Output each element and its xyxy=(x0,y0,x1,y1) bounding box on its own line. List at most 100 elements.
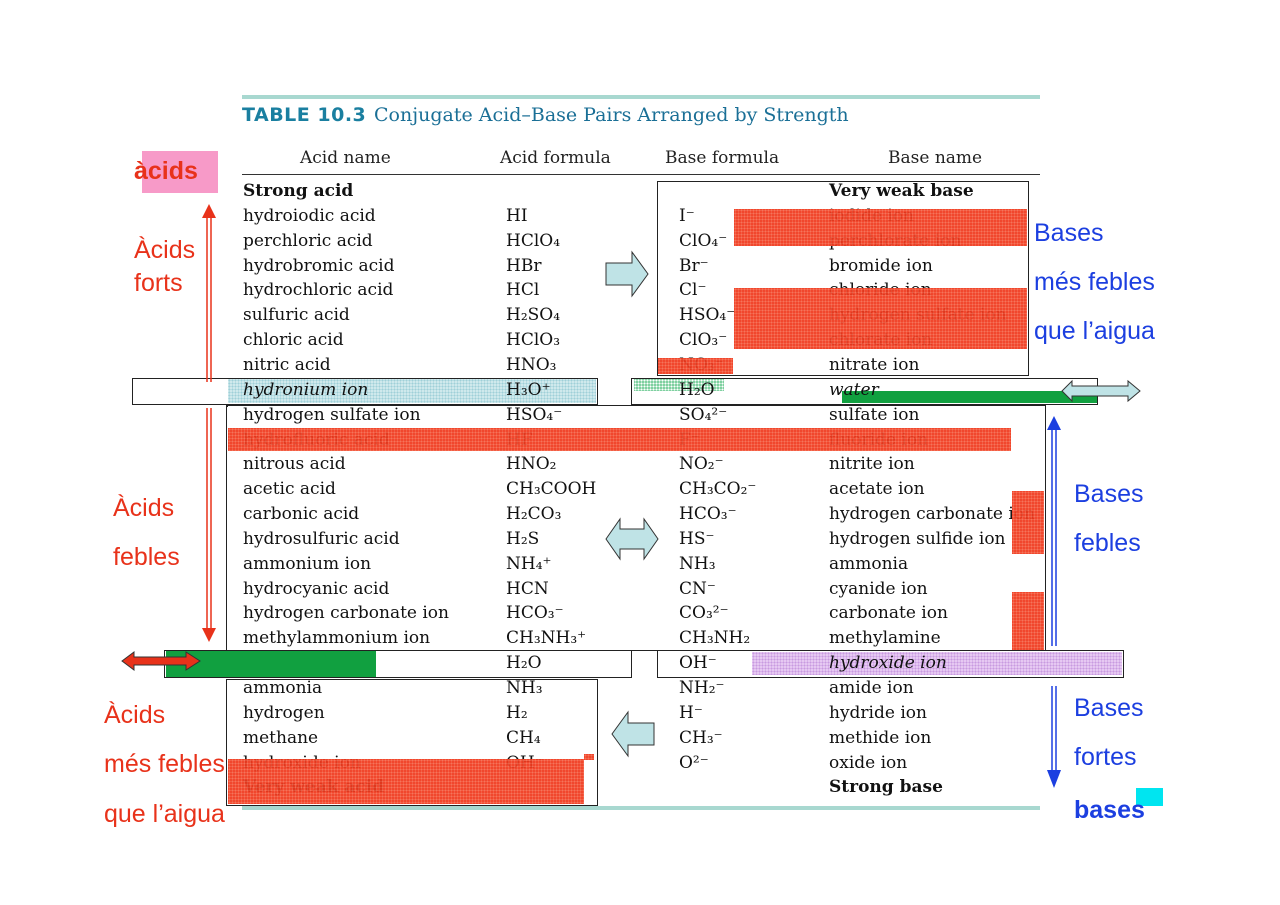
box-hydroxide-right xyxy=(657,650,1124,678)
bases-bottom-highlight xyxy=(1136,788,1163,806)
label-bases-weak-2: febles xyxy=(1074,529,1141,557)
cell-acid-name: sulfuric acid xyxy=(243,305,350,326)
cell-base-formula: NH₃ xyxy=(679,553,716,574)
cell-acid-name: nitric acid xyxy=(243,354,331,375)
label-acids-weaker-1: Àcids xyxy=(104,701,166,729)
teal-double-arrow-icon xyxy=(605,517,659,561)
cell-base-name: cyanide ion xyxy=(829,578,928,599)
cell-acid-formula: H₂S xyxy=(506,528,540,549)
cell-acid-name: hydronium ion xyxy=(243,379,369,400)
cell-base-formula: HS⁻ xyxy=(679,528,715,549)
cell-base-name: water xyxy=(829,379,879,400)
cell-base-name: hydride ion xyxy=(829,702,927,723)
box-very-weak-bases xyxy=(657,181,1029,376)
cell-acid-formula: NH₄⁺ xyxy=(506,553,552,574)
cell-acid-formula: H₂SO₄ xyxy=(506,305,561,326)
cell-base-formula: CH₃NH₂ xyxy=(679,628,751,649)
hydroxide-left-bar xyxy=(166,651,376,677)
highlight-very-weak-acid xyxy=(228,759,584,804)
label-bases-weaker-1: Bases xyxy=(1034,219,1104,247)
cell-base-formula: H₂O xyxy=(679,379,715,400)
cell-acid-formula: HBr xyxy=(506,255,542,276)
cell-base-formula: CH₃⁻ xyxy=(679,727,723,748)
cell-acid-name: ammonia xyxy=(243,678,323,698)
highlight-carbonate-1 xyxy=(1012,491,1044,554)
highlight-hydrofluoric xyxy=(228,428,1011,451)
cell-base-formula: I⁻ xyxy=(679,205,695,226)
cell-base-name: bromide ion xyxy=(829,255,933,276)
cell-base-name: Strong base xyxy=(829,777,943,798)
cell-acid-formula: CH₃NH₃⁺ xyxy=(506,628,587,649)
header-acid-formula: Acid formula xyxy=(500,148,611,168)
label-bases-weak-1: Bases xyxy=(1074,480,1144,508)
cell-base-formula: HSO₄⁻ xyxy=(679,305,736,326)
hydroxide-highlight xyxy=(752,652,1122,675)
cell-base-name: methylamine xyxy=(829,628,941,649)
cell-base-name: carbonate ion xyxy=(829,603,948,624)
hydroxide-double-arrow-icon xyxy=(121,651,201,671)
box-weak-pairs xyxy=(226,405,1046,651)
label-bases-strong-1: Bases xyxy=(1074,694,1144,722)
cell-acid-formula: HI xyxy=(506,205,528,226)
cell-acid-formula: HCl xyxy=(506,280,540,301)
cell-acid-name: hydrocyanic acid xyxy=(243,578,390,599)
cell-acid-name: perchloric acid xyxy=(243,230,373,251)
label-acids-strong-2: forts xyxy=(134,269,183,297)
cell-acid-formula: HClO₃ xyxy=(506,330,561,351)
acid-strength-arrow-icon xyxy=(202,204,216,642)
label-bases-weaker-3: que l’aigua xyxy=(1034,317,1155,345)
cell-acid-name: nitrous acid xyxy=(243,454,346,475)
base-strength-arrow-icon xyxy=(1047,416,1061,788)
label-acids-weaker-3: que l’aigua xyxy=(104,800,225,828)
cell-acid-name: hydrogen xyxy=(243,702,325,723)
water-double-arrow-icon xyxy=(1061,379,1141,403)
cell-base-formula: Cl⁻ xyxy=(679,280,707,301)
table-rule-bottom xyxy=(242,806,1040,810)
cell-base-name: methide ion xyxy=(829,727,932,748)
box-top-corner xyxy=(226,405,228,407)
cell-base-formula: ClO₄⁻ xyxy=(679,230,728,251)
label-acids-top: àcids xyxy=(134,157,198,185)
cell-base-name: nitrate ion xyxy=(829,354,920,375)
label-acids-weaker-2: més febles xyxy=(104,750,225,778)
cell-base-formula: O²⁻ xyxy=(679,752,709,773)
cell-acid-name: acetic acid xyxy=(243,479,336,500)
highlight-nitrate xyxy=(658,358,733,374)
cell-base-name: ammonia xyxy=(829,553,909,574)
box-very-weak-acids xyxy=(226,679,598,806)
cell-base-formula: OH⁻ xyxy=(679,653,717,674)
cell-base-name: oxide ion xyxy=(829,752,908,773)
cell-acid-name: methane xyxy=(243,727,319,748)
cell-base-formula: Br⁻ xyxy=(679,255,709,276)
cell-base-name: sulfate ion xyxy=(829,404,920,425)
header-rule xyxy=(242,174,1040,175)
cell-base-formula: H⁻ xyxy=(679,702,703,723)
label-acids-strong-1: Àcids xyxy=(134,236,196,264)
cell-base-name: hydrogen carbonate ion xyxy=(829,504,1035,525)
label-acids-weak-1: Àcids xyxy=(113,494,175,522)
cell-acid-name: hydrochloric acid xyxy=(243,280,394,301)
cell-acid-name: methylammonium ion xyxy=(243,628,431,649)
teal-right-arrow-icon xyxy=(605,250,649,298)
cell-acid-formula: CH₄ xyxy=(506,727,541,748)
cell-base-formula: SO₄²⁻ xyxy=(679,404,728,425)
box-hydronium-row xyxy=(132,378,598,405)
cell-base-formula: ClO₃⁻ xyxy=(679,330,728,351)
cell-acid-name: chloric acid xyxy=(243,330,344,351)
cell-base-name: hydrogen sulfide ion xyxy=(829,528,1006,549)
cell-acid-formula: NH₃ xyxy=(506,678,543,698)
title-rule-top xyxy=(242,95,1040,99)
header-acid-name: Acid name xyxy=(300,148,391,168)
cell-acid-formula: H₃O⁺ xyxy=(506,379,551,400)
cell-acid-name: hydrobromic acid xyxy=(243,255,395,276)
label-acids-weak-2: febles xyxy=(113,543,180,571)
cell-base-name: nitrite ion xyxy=(829,454,915,475)
cell-acid-formula: HSO₄⁻ xyxy=(506,404,563,425)
cell-acid-name: hydroiodic acid xyxy=(243,205,376,226)
cell-base-name: amide ion xyxy=(829,678,914,698)
cell-acid-formula: H₂ xyxy=(506,702,528,723)
water-highlight xyxy=(634,379,724,391)
cell-acid-formula: HNO₃ xyxy=(506,354,557,375)
highlight-small xyxy=(584,754,594,760)
cell-base-formula: NO₂⁻ xyxy=(679,454,724,475)
